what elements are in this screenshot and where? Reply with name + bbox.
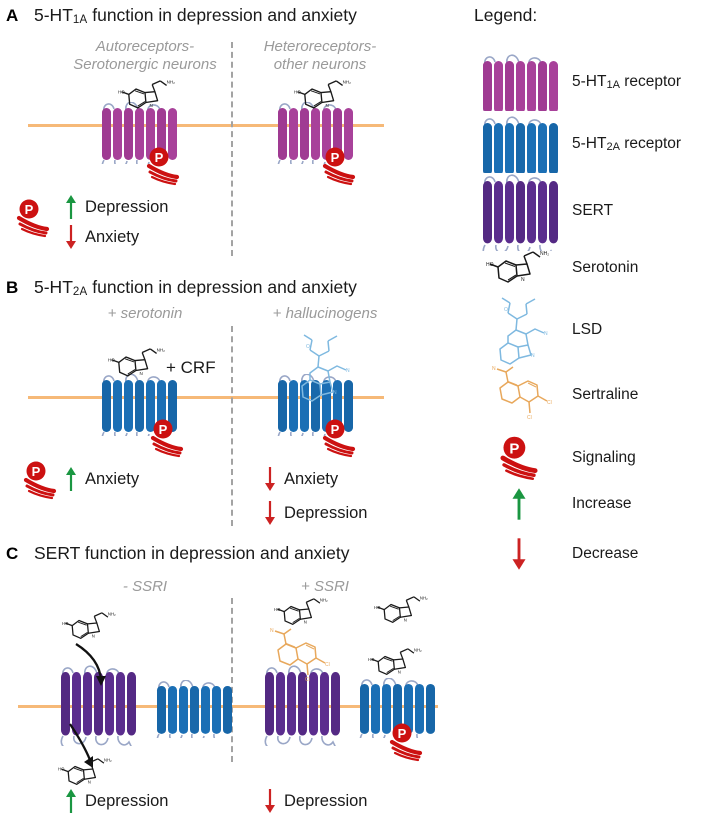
panel-c-right-outcome-depression-label: Depression: [284, 791, 368, 810]
panel-c-left-uptake-arrow-in: [75, 643, 106, 686]
decrease-arrow-icon: [480, 532, 558, 576]
panel-c-right-receptor-5ht2a: [359, 678, 435, 738]
panel-a-left-serotonin-molecule: [118, 80, 176, 109]
panel-c-right-signaling-icon: [386, 722, 426, 762]
panel-a-letter: A: [6, 6, 19, 25]
panel-c-left-receptor-5ht2a: [156, 680, 232, 738]
legend-title: Legend:: [474, 5, 538, 25]
signaling-icon: [480, 428, 558, 488]
increase-arrow-icon: [66, 195, 76, 219]
panel-b-left-outcome-anxiety-label: Anxiety: [85, 469, 140, 488]
panel-c-right-outcome-depression: Depression: [263, 788, 367, 814]
increase-arrow-icon: [66, 467, 76, 491]
legend-item-5ht2a-receptor: 5-HT2A receptor: [480, 114, 681, 174]
serotonin-molecule-icon: [480, 238, 558, 298]
panel-b-left-serotonin-molecule: [108, 348, 166, 377]
panel-a-right-serotonin-molecule: [294, 80, 352, 109]
panel-b-left-condition: + serotonin: [107, 305, 183, 322]
legend-item-sertraline: Sertraline: [480, 364, 638, 426]
panel-c-title-suffix: function in depression and anxiety: [80, 543, 350, 563]
panel-c-right-condition: + SSRI: [301, 578, 349, 595]
legend-item-5ht1a-receptor: 5-HT1A receptor: [480, 52, 681, 112]
legend-item-sertraline-label: Sertraline: [572, 386, 639, 403]
panel-b-right-outcome-depression: Depression: [263, 500, 367, 526]
panel-b-right-outcome-depression-label: Depression: [284, 503, 368, 522]
panel-b-left-outcome-anxiety: Anxiety: [64, 466, 139, 492]
panel-b-membrane: [28, 396, 384, 399]
legend-item-serotonin: Serotonin: [480, 238, 638, 298]
panel-b-left-annotation: + CRF: [166, 358, 216, 377]
panel-a-right-receptor-5ht1a: [277, 102, 353, 164]
legend-item-sert-label: SERT: [572, 202, 614, 219]
panel-b-right-condition: + hallucinogens: [272, 305, 378, 322]
panel-c-right-serotonin-bound: [368, 648, 423, 676]
legend-item-lsd: LSD: [480, 292, 602, 368]
panel-a-left-signaling-icon: [143, 146, 183, 186]
panel-b-title: 5-HT2A function in depression and anxiet…: [34, 277, 357, 298]
legend-item-serotonin-label: Serotonin: [572, 259, 639, 276]
panel-a-right-condition: Heteroreceptors-other neurons: [263, 38, 377, 73]
increase-arrow-icon: [480, 482, 558, 526]
decrease-arrow-icon: [66, 225, 76, 249]
panel-b-outcome-signaling-icon: [20, 460, 60, 500]
panel-a-right-signaling-icon: [319, 146, 359, 186]
panel-a-outcome-depression: Depression: [64, 194, 168, 220]
panel-a-outcome-anxiety: Anxiety: [64, 224, 139, 250]
panel-b-right-outcome-anxiety: Anxiety: [263, 466, 338, 492]
panel-b-lsd-molecule: [301, 334, 351, 402]
panel-c-right-sert: [264, 665, 340, 746]
panel-c-left-outcome-depression-label: Depression: [85, 791, 169, 810]
legend-item-signaling: Signaling: [480, 428, 636, 488]
decrease-arrow-icon: [265, 501, 275, 525]
panel-b-divider: [231, 326, 233, 526]
receptor-5ht1a-icon: [480, 52, 558, 112]
panel-b-right-signaling-icon: [319, 418, 359, 458]
panel-c-left-outcome-depression: Depression: [64, 788, 168, 814]
panel-a-title-sub: 1A: [72, 14, 88, 26]
panel-a-title-suffix: function in depression and anxiety: [87, 5, 357, 25]
panel-a-outcome-anxiety-label: Anxiety: [85, 227, 140, 246]
panel-c-divider: [231, 598, 233, 762]
legend-item-5ht2a-receptor-label: 5-HT2A receptor: [572, 135, 682, 153]
panel-c-right-serotonin-molecule-left: [274, 598, 329, 626]
panel-a-outcome-depression-label: Depression: [85, 197, 169, 216]
panel-b-left-signaling-icon: [147, 418, 187, 458]
receptor-5ht2a-icon: [480, 114, 558, 174]
decrease-arrow-icon: [265, 467, 275, 491]
panel-b-title-sub: 2A: [72, 286, 88, 298]
legend-item-decrease-label: Decrease: [572, 545, 639, 562]
panel-c-right-serotonin-molecule-right: [374, 596, 429, 624]
panel-a-divider: [231, 42, 233, 256]
panel-c-title: SERT function in depression and anxiety: [34, 543, 350, 564]
decrease-arrow-icon: [265, 789, 275, 813]
panel-b-left-receptor-5ht2a: [101, 374, 177, 436]
legend-item-increase: Increase: [480, 482, 631, 526]
legend-item-5ht1a-receptor-label: 5-HT1A receptor: [572, 73, 682, 91]
panel-a-left-receptor-5ht1a: [101, 102, 177, 164]
legend-item-decrease: Decrease: [480, 532, 638, 576]
legend-item-signaling-label: Signaling: [572, 449, 636, 466]
panel-a-outcome-signaling-icon: [13, 198, 53, 238]
panel-c-title-prefix: SERT: [34, 543, 81, 563]
panel-b-right-receptor-5ht2a: [277, 374, 353, 436]
panel-a-left-condition: Autoreceptors-Serotonergic neurons: [73, 38, 217, 73]
panel-c-left-sert: [60, 665, 136, 746]
increase-arrow-icon: [66, 789, 76, 813]
panel-c-letter: C: [6, 544, 19, 563]
panel-c-left-condition: - SSRI: [122, 578, 168, 595]
legend-item-lsd-label: LSD: [572, 321, 603, 338]
lsd-molecule-icon: [480, 292, 558, 368]
panel-b-right-outcome-anxiety-label: Anxiety: [284, 469, 339, 488]
panel-a-membrane: [28, 124, 384, 127]
panel-a-title: 5-HT1A function in depression and anxiet…: [34, 5, 357, 26]
panel-b-title-suffix: function in depression and anxiety: [87, 277, 357, 297]
sertraline-molecule-icon: [480, 364, 558, 426]
sert-icon: [480, 172, 558, 251]
legend-item-increase-label: Increase: [572, 495, 632, 512]
panel-b-title-prefix: 5-HT: [34, 277, 73, 297]
legend-item-sert: SERT: [480, 172, 614, 251]
panel-b-letter: B: [6, 278, 19, 297]
panel-c-sertraline-molecule: [269, 628, 331, 684]
panel-a-title-prefix: 5-HT: [34, 5, 73, 25]
